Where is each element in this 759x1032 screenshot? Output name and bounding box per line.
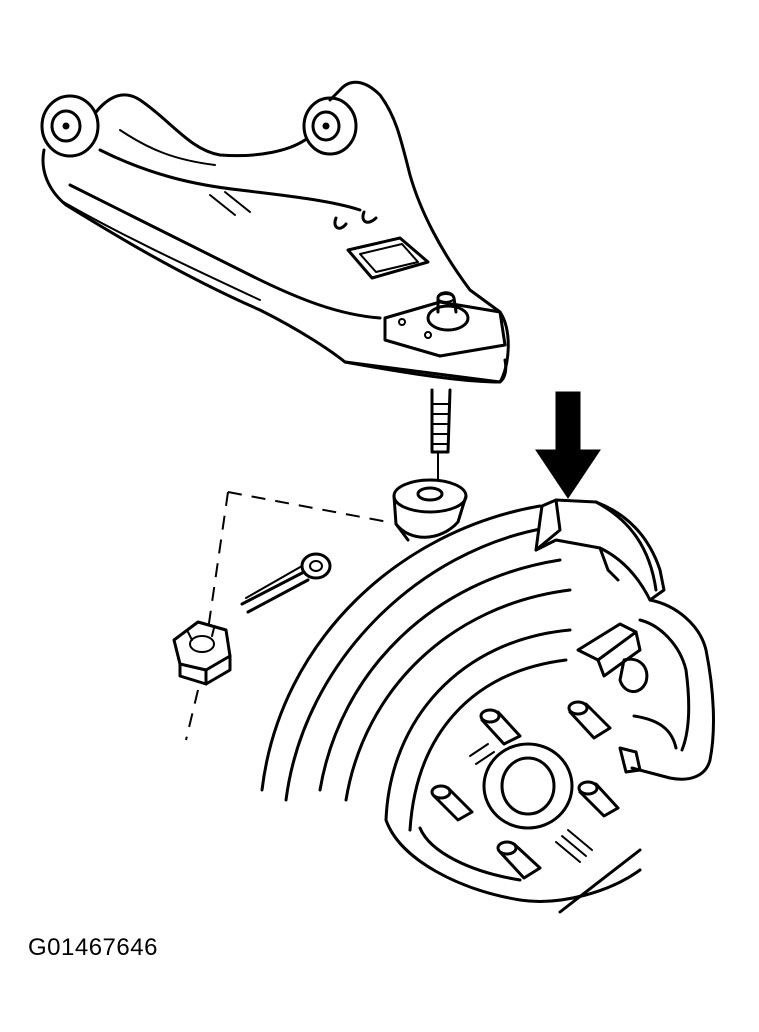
alignment-lines	[185, 491, 389, 741]
indicator-arrow	[535, 391, 601, 499]
steering-knuckle	[392, 478, 468, 542]
left-bushing	[40, 94, 100, 158]
castle-nut	[172, 620, 232, 686]
figure-id-label: G01467646	[28, 934, 158, 961]
brake-caliper	[534, 498, 715, 781]
cotter-pin	[240, 552, 332, 614]
upper-control-arm	[40, 80, 510, 384]
brake-rotor	[260, 504, 642, 914]
wheel-hub	[430, 700, 620, 880]
wheel-studs	[430, 700, 620, 880]
